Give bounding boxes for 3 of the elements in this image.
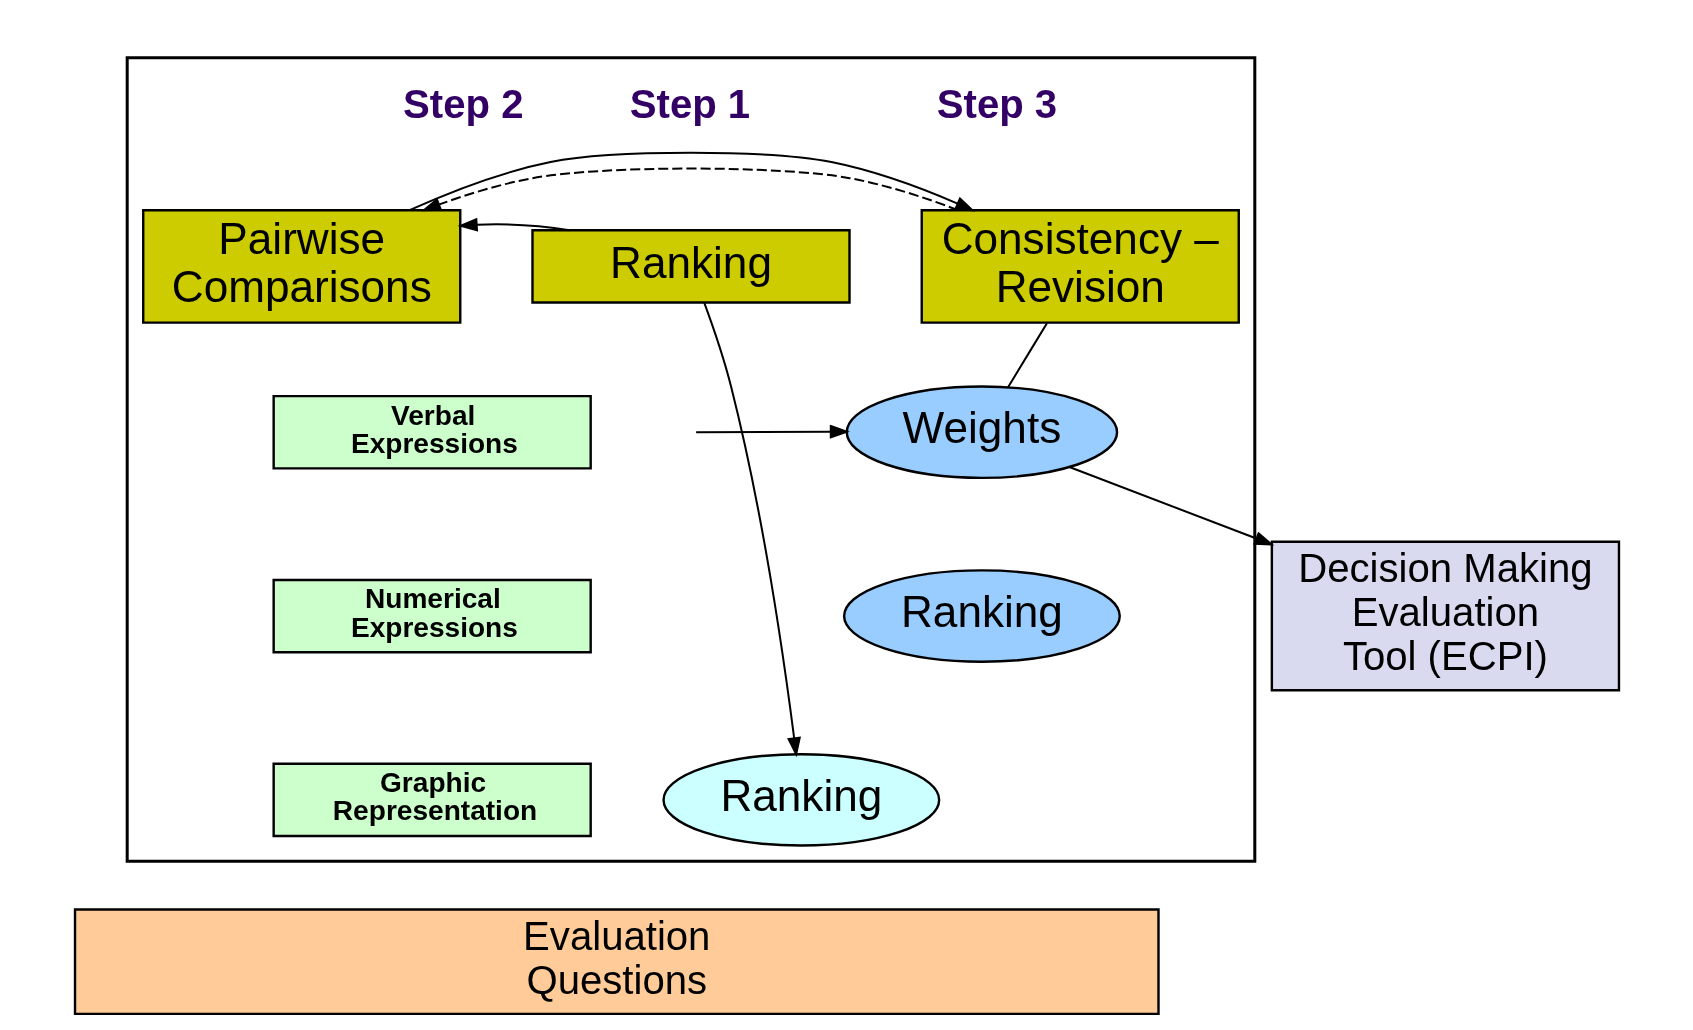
- label: Step 1: [629, 81, 750, 127]
- label: Step 3: [936, 81, 1057, 127]
- label: Step 2: [402, 81, 523, 127]
